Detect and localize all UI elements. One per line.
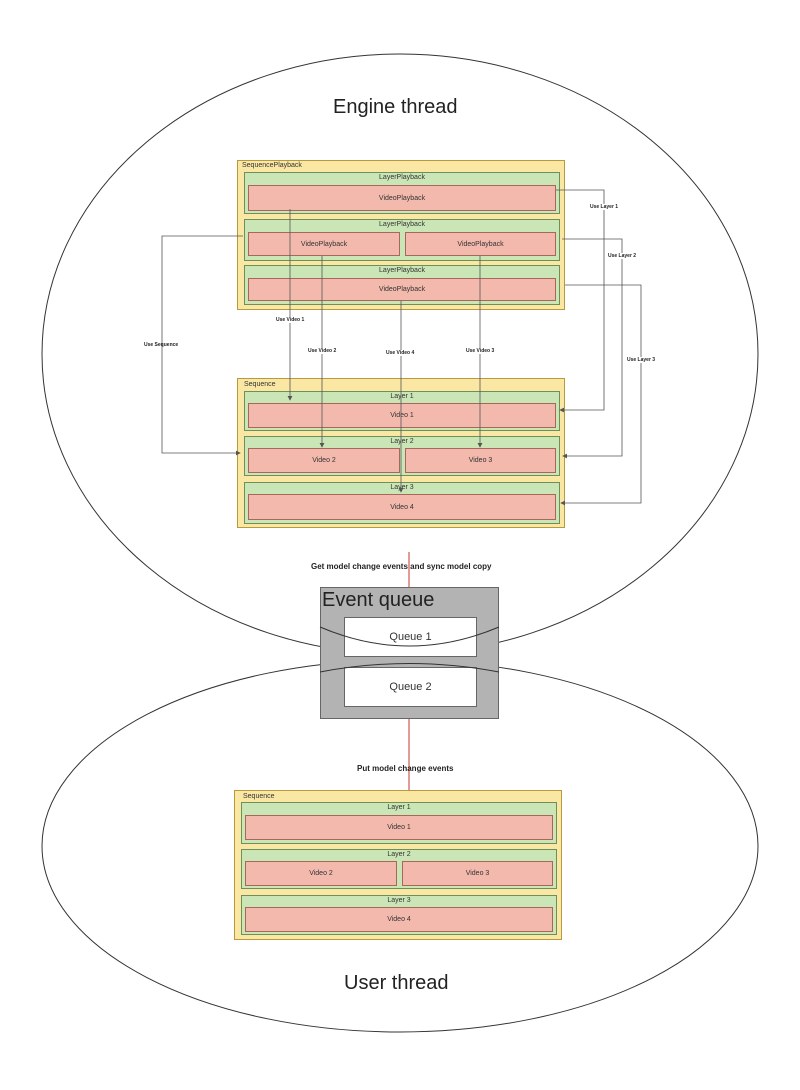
put-label: Put model change events bbox=[357, 764, 454, 773]
engine-video-3: Video 3 bbox=[405, 448, 556, 473]
user-layer-1: Layer 1 Video 1 bbox=[241, 802, 557, 844]
sequence-playback-box: SequencePlayback LayerPlayback VideoPlay… bbox=[237, 160, 565, 310]
engine-layer-1-label: Layer 1 bbox=[390, 393, 414, 400]
use-layer-2-label: Use Layer 2 bbox=[608, 253, 637, 259]
user-layer-1-label: Layer 1 bbox=[387, 804, 411, 811]
video-playback-4: VideoPlayback bbox=[248, 278, 556, 301]
use-sequence-label: Use Sequence bbox=[144, 342, 179, 348]
queue-1: Queue 1 bbox=[344, 617, 477, 657]
engine-video-2: Video 2 bbox=[248, 448, 400, 473]
engine-layer-3-label: Layer 3 bbox=[390, 484, 414, 491]
engine-layer-2: Layer 2 Video 2 Video 3 bbox=[244, 436, 560, 476]
engine-video-1: Video 1 bbox=[248, 403, 556, 428]
video-playback-2: VideoPlayback bbox=[248, 232, 400, 256]
event-queue-title: Event queue bbox=[322, 589, 435, 611]
engine-layer-3: Layer 3 Video 4 bbox=[244, 482, 560, 524]
user-sequence-box: Sequence Layer 1 Video 1 Layer 2 Video 2… bbox=[234, 790, 562, 940]
use-video-1-label: Use Video 1 bbox=[276, 317, 305, 323]
user-sequence-label: Sequence bbox=[243, 793, 275, 800]
engine-layer-1: Layer 1 Video 1 bbox=[244, 391, 560, 431]
user-layer-2-label: Layer 2 bbox=[387, 851, 411, 858]
user-video-2: Video 2 bbox=[245, 861, 397, 886]
event-queue-box: Event queue Queue 1 Queue 2 bbox=[320, 587, 499, 719]
video-playback-1: VideoPlayback bbox=[248, 185, 556, 211]
use-layer-3-label: Use Layer 3 bbox=[627, 357, 656, 363]
video-playback-3: VideoPlayback bbox=[405, 232, 556, 256]
user-layer-2: Layer 2 Video 2 Video 3 bbox=[241, 849, 557, 889]
use-video-2-label: Use Video 2 bbox=[308, 348, 337, 354]
user-video-4: Video 4 bbox=[245, 907, 553, 932]
user-video-1: Video 1 bbox=[245, 815, 553, 840]
engine-video-4: Video 4 bbox=[248, 494, 556, 520]
use-video-4-label: Use Video 4 bbox=[386, 350, 415, 356]
user-video-3: Video 3 bbox=[402, 861, 553, 886]
queue-2: Queue 2 bbox=[344, 667, 477, 707]
engine-thread-title: Engine thread bbox=[333, 96, 458, 118]
sequence-playback-label: SequencePlayback bbox=[242, 162, 302, 169]
layer-playback-2-label: LayerPlayback bbox=[379, 221, 425, 228]
user-layer-3-label: Layer 3 bbox=[387, 897, 411, 904]
engine-sequence-box: Sequence Layer 1 Video 1 Layer 2 Video 2… bbox=[237, 378, 565, 528]
use-video-3-label: Use Video 3 bbox=[466, 348, 495, 354]
user-layer-3: Layer 3 Video 4 bbox=[241, 895, 557, 935]
engine-sequence-label: Sequence bbox=[244, 381, 276, 388]
layer-playback-3: LayerPlayback VideoPlayback bbox=[244, 265, 560, 305]
sync-label: Get model change events and sync model c… bbox=[311, 562, 492, 571]
layer-playback-2: LayerPlayback VideoPlayback VideoPlaybac… bbox=[244, 219, 560, 261]
user-thread-title: User thread bbox=[344, 972, 449, 994]
engine-layer-2-label: Layer 2 bbox=[390, 438, 414, 445]
layer-playback-3-label: LayerPlayback bbox=[379, 267, 425, 274]
layer-playback-1: LayerPlayback VideoPlayback bbox=[244, 172, 560, 214]
use-layer-1-label: Use Layer 1 bbox=[590, 204, 619, 210]
layer-playback-1-label: LayerPlayback bbox=[379, 174, 425, 181]
